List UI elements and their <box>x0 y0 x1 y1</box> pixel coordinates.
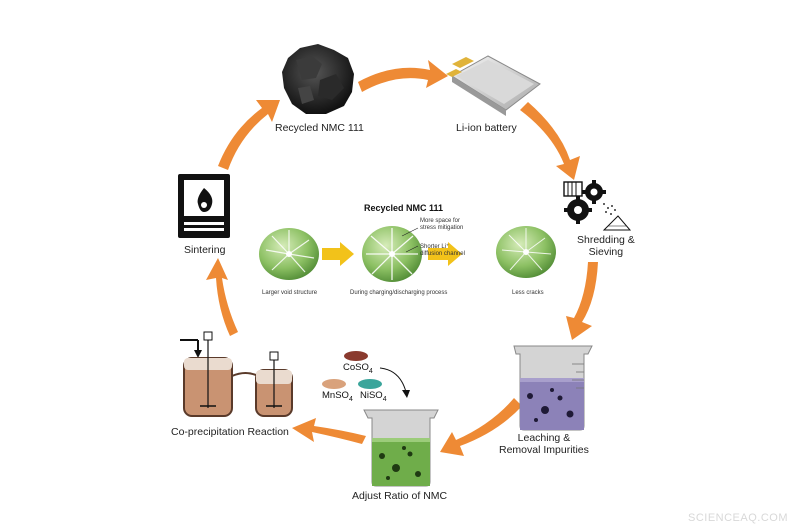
label-mnso4: MnSO4 <box>322 390 353 403</box>
cycle-arrows <box>206 60 598 456</box>
shredding-gears-icon <box>563 180 632 231</box>
label-niso4: NiSO4 <box>360 390 387 403</box>
sphere-charging <box>362 226 422 282</box>
adjust-ratio-beaker-icon <box>363 409 439 487</box>
caption-charging: During charging/discharging process <box>350 290 448 296</box>
note-diffusion-channel: Shorter Li⁺ diffusion channel <box>420 244 465 257</box>
note-stress-mitigation: More space for stress mitigation <box>420 218 464 231</box>
label-leaching: Leaching & Removal Impurities <box>499 432 589 456</box>
sphere-less-cracks <box>496 226 556 278</box>
center-morphology-illustration <box>259 226 556 282</box>
center-title: Recycled NMC 111 <box>364 203 444 213</box>
label-li-ion-battery: Li-ion battery <box>456 122 517 134</box>
label-coso4: CoSO4 <box>343 362 373 375</box>
label-recycled-nmc: Recycled NMC 111 <box>275 122 364 134</box>
caption-less-cracks: Less cracks <box>512 290 544 296</box>
chemical-piles <box>322 351 410 398</box>
caption-larger-void: Larger void structure <box>262 290 318 296</box>
label-adjust-ratio: Adjust Ratio of NMC <box>352 490 448 502</box>
label-shredding-sieving: Shredding & Sieving <box>577 234 635 258</box>
label-sintering: Sintering <box>184 244 226 256</box>
recycled-nmc-icon <box>282 44 354 114</box>
sintering-furnace-icon <box>178 174 230 238</box>
coprecipitation-reactor-icon <box>180 331 293 417</box>
leaching-beaker-icon <box>513 345 593 431</box>
li-ion-battery-icon <box>446 55 541 116</box>
label-coprecipitation: Co-precipitation Reaction <box>171 426 289 438</box>
sphere-larger-void <box>259 228 319 280</box>
watermark: SCIENCEAQ.COM <box>687 512 788 524</box>
